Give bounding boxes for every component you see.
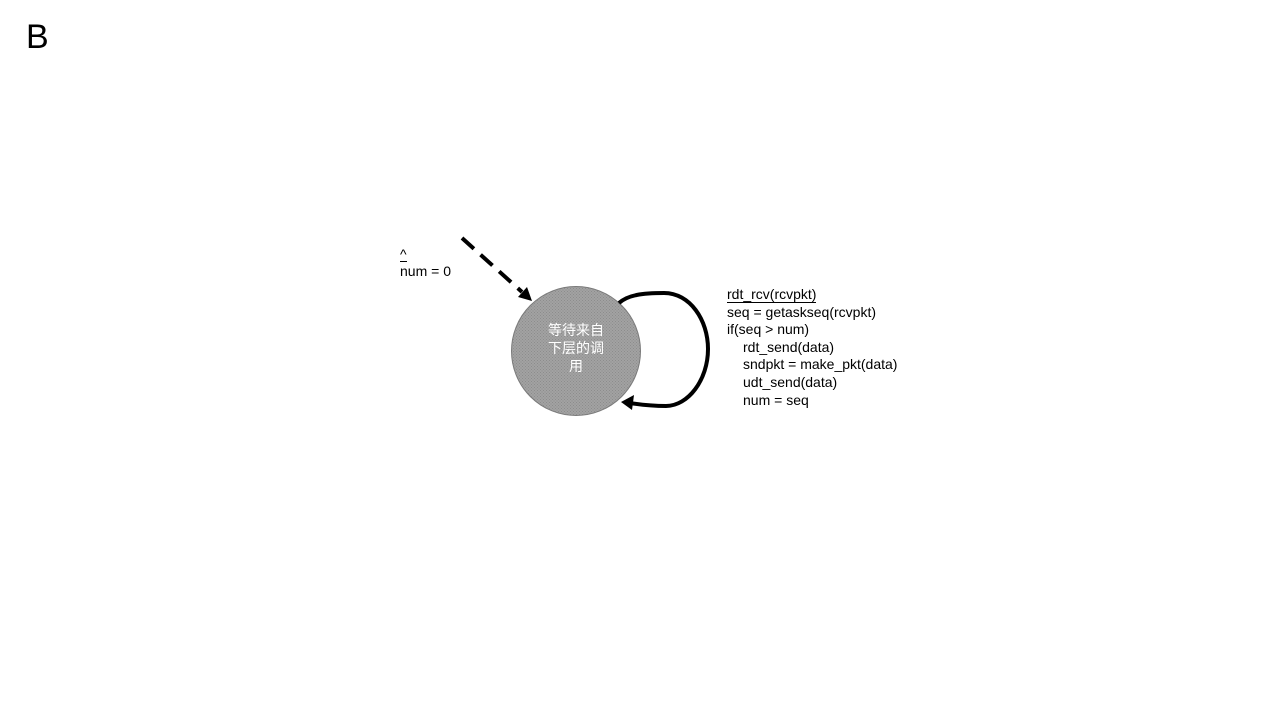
initial-action: num = 0 xyxy=(400,263,451,279)
initial-transition-arrow xyxy=(460,236,524,294)
transition-action: sndpkt = make_pkt(data) xyxy=(743,356,898,373)
transition-event: rdt_rcv(rcvpkt) xyxy=(727,286,817,303)
initial-event: ^ xyxy=(400,246,407,262)
self-transition-label: rdt_rcv(rcvpkt) seq = getaskseq(rcvpkt) … xyxy=(727,286,897,409)
state-label-line: 下层的调 xyxy=(548,341,604,357)
initial-transition-arrowhead xyxy=(518,287,532,301)
state-label-line: 用 xyxy=(569,359,583,375)
initial-transition-label: ^ num = 0 xyxy=(400,246,451,280)
transition-action: if(seq > num) xyxy=(727,321,810,338)
transition-action: seq = getaskseq(rcvpkt) xyxy=(727,303,877,320)
transition-action: rdt_send(data) xyxy=(743,338,835,355)
state-label-line: 等待来自 xyxy=(548,323,604,339)
transition-action: num = seq xyxy=(743,391,809,408)
self-loop-arrow xyxy=(617,290,711,409)
state-label: 等待来自 下层的调 用 xyxy=(540,322,612,376)
self-loop-arrowhead xyxy=(621,395,634,410)
transition-action: udt_send(data) xyxy=(743,373,838,390)
state-circle xyxy=(511,286,641,416)
slide-label: B xyxy=(26,18,49,56)
